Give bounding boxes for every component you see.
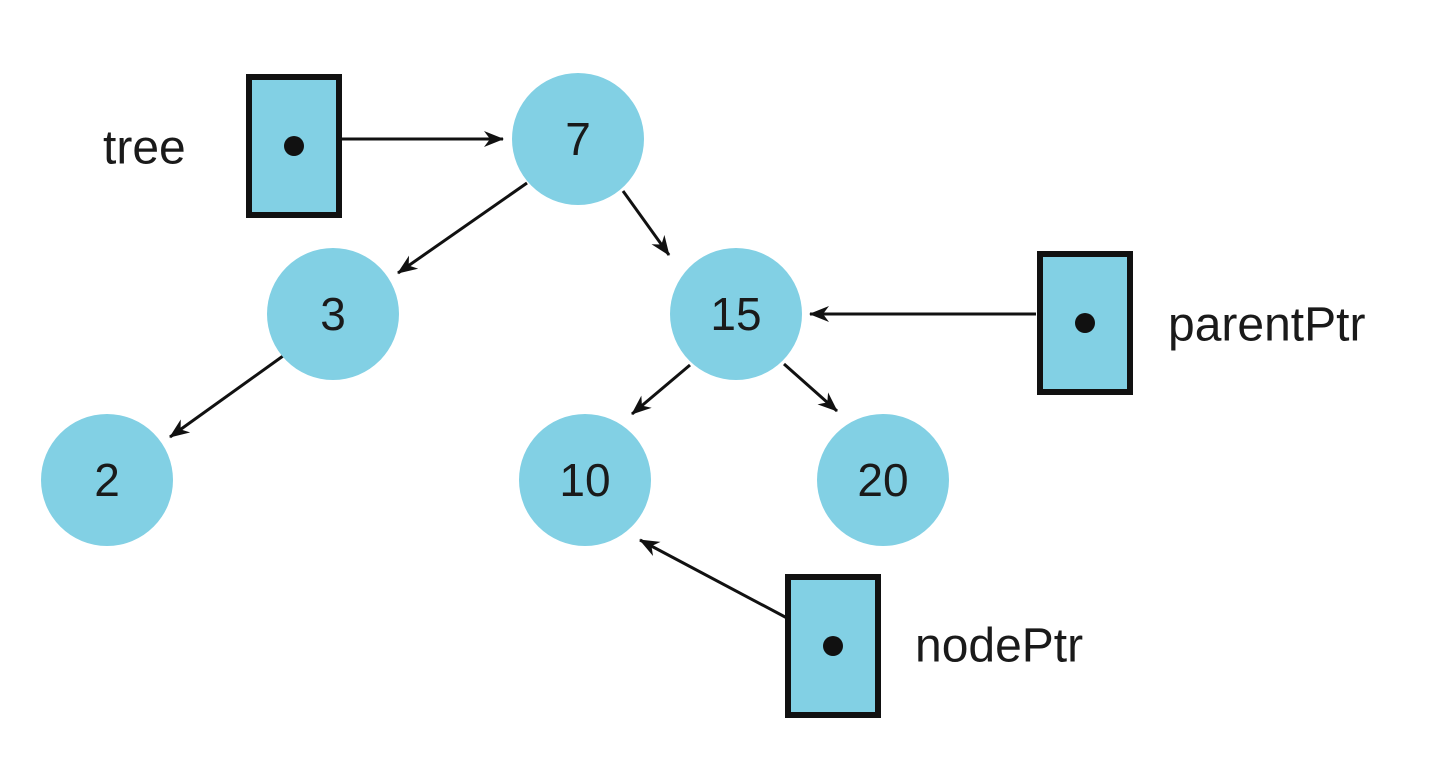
edge-15-to-20 [783,362,838,413]
pointer-label: nodePtr [915,620,1083,673]
pointer-label: parentPtr [1168,299,1365,352]
node-circle [817,414,949,546]
node-label: 10 [559,454,610,506]
pointer-dot [284,136,304,156]
pointer-box [246,74,342,218]
pointer-dot [1075,313,1095,333]
edges-group [169,181,838,439]
node-circle [267,248,399,380]
tree-node-15: 15 [670,248,802,380]
edge-15-to-10 [631,363,691,416]
nodePtr-pointer-arrow [639,538,788,620]
pointer-nodePtr: nodePtr [785,574,1083,718]
tree-node-10: 10 [519,414,651,546]
edge-7-to-15 [621,190,671,256]
node-circle [670,248,802,380]
node-label: 3 [320,288,346,340]
pointer-parentPtr: parentPtr [1037,251,1365,395]
pointer-label: tree [103,122,186,175]
node-label: 2 [94,454,120,506]
tree-node-3: 3 [267,248,399,380]
node-circle [41,414,173,546]
tree-node-7: 7 [512,73,644,205]
node-label: 15 [710,288,761,340]
pointer-dot [823,636,843,656]
node-circle [512,73,644,205]
tree-node-2: 2 [41,414,173,546]
tree-node-20: 20 [817,414,949,546]
node-label: 20 [857,454,908,506]
pointer-arrows-group [342,131,1036,620]
pointer-tree: tree [103,74,342,218]
edge-7-to-3 [397,181,528,275]
edge-3-to-2 [169,354,284,439]
node-circle [519,414,651,546]
node-label: 7 [565,113,591,165]
